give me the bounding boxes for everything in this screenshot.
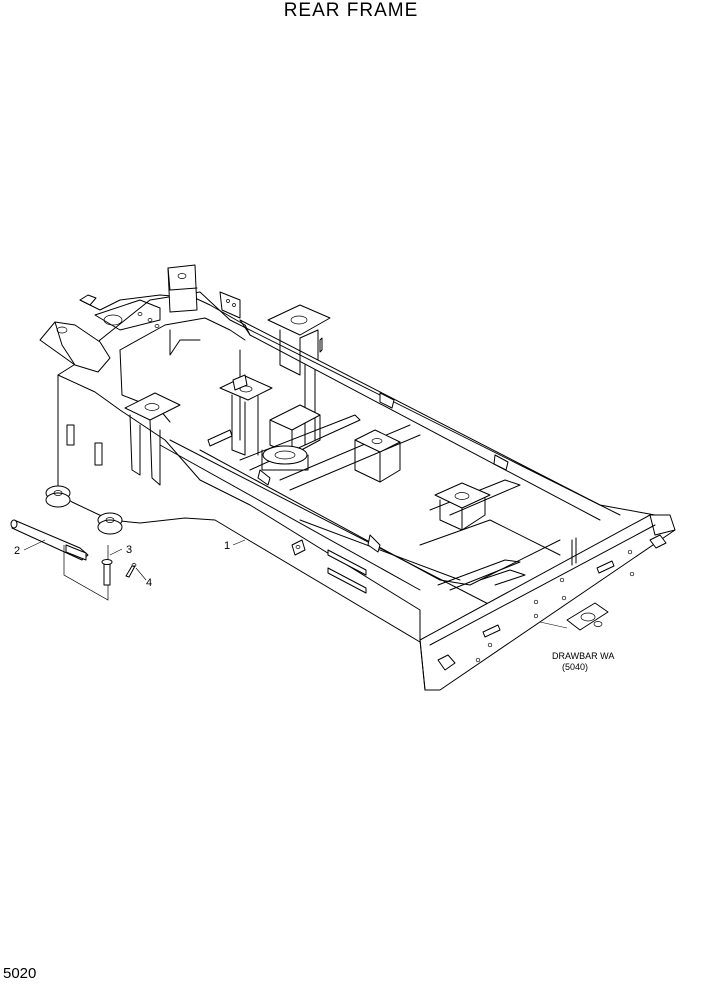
- mount-bracket-top-left: [167, 264, 198, 313]
- mount-bracket-top-small: [219, 291, 241, 319]
- center-pivot-assembly: [261, 404, 321, 471]
- mount-pad-middle: [219, 375, 273, 456]
- callout-3: 3: [126, 544, 132, 556]
- page-title: REAR FRAME: [283, 0, 419, 21]
- callout-4: 4: [146, 577, 152, 589]
- mount-pad-left: [124, 392, 181, 486]
- leader-lines: [23, 539, 568, 629]
- small-tabs: [207, 374, 509, 553]
- rear-counterweight-beam: [419, 514, 676, 691]
- callout-1: 1: [224, 540, 230, 552]
- center-block: [354, 429, 401, 483]
- rear-mount-pad: [434, 482, 491, 531]
- frame-left-end: [39, 294, 161, 535]
- page-number: 5020: [3, 965, 37, 982]
- side-plate-features: [291, 539, 367, 594]
- reference-number: (5040): [562, 662, 588, 672]
- pin-assembly: [10, 519, 137, 601]
- mount-pad-top-right: [267, 304, 331, 376]
- callout-2: 2: [14, 545, 20, 557]
- reference-label: DRAWBAR WA: [552, 651, 614, 661]
